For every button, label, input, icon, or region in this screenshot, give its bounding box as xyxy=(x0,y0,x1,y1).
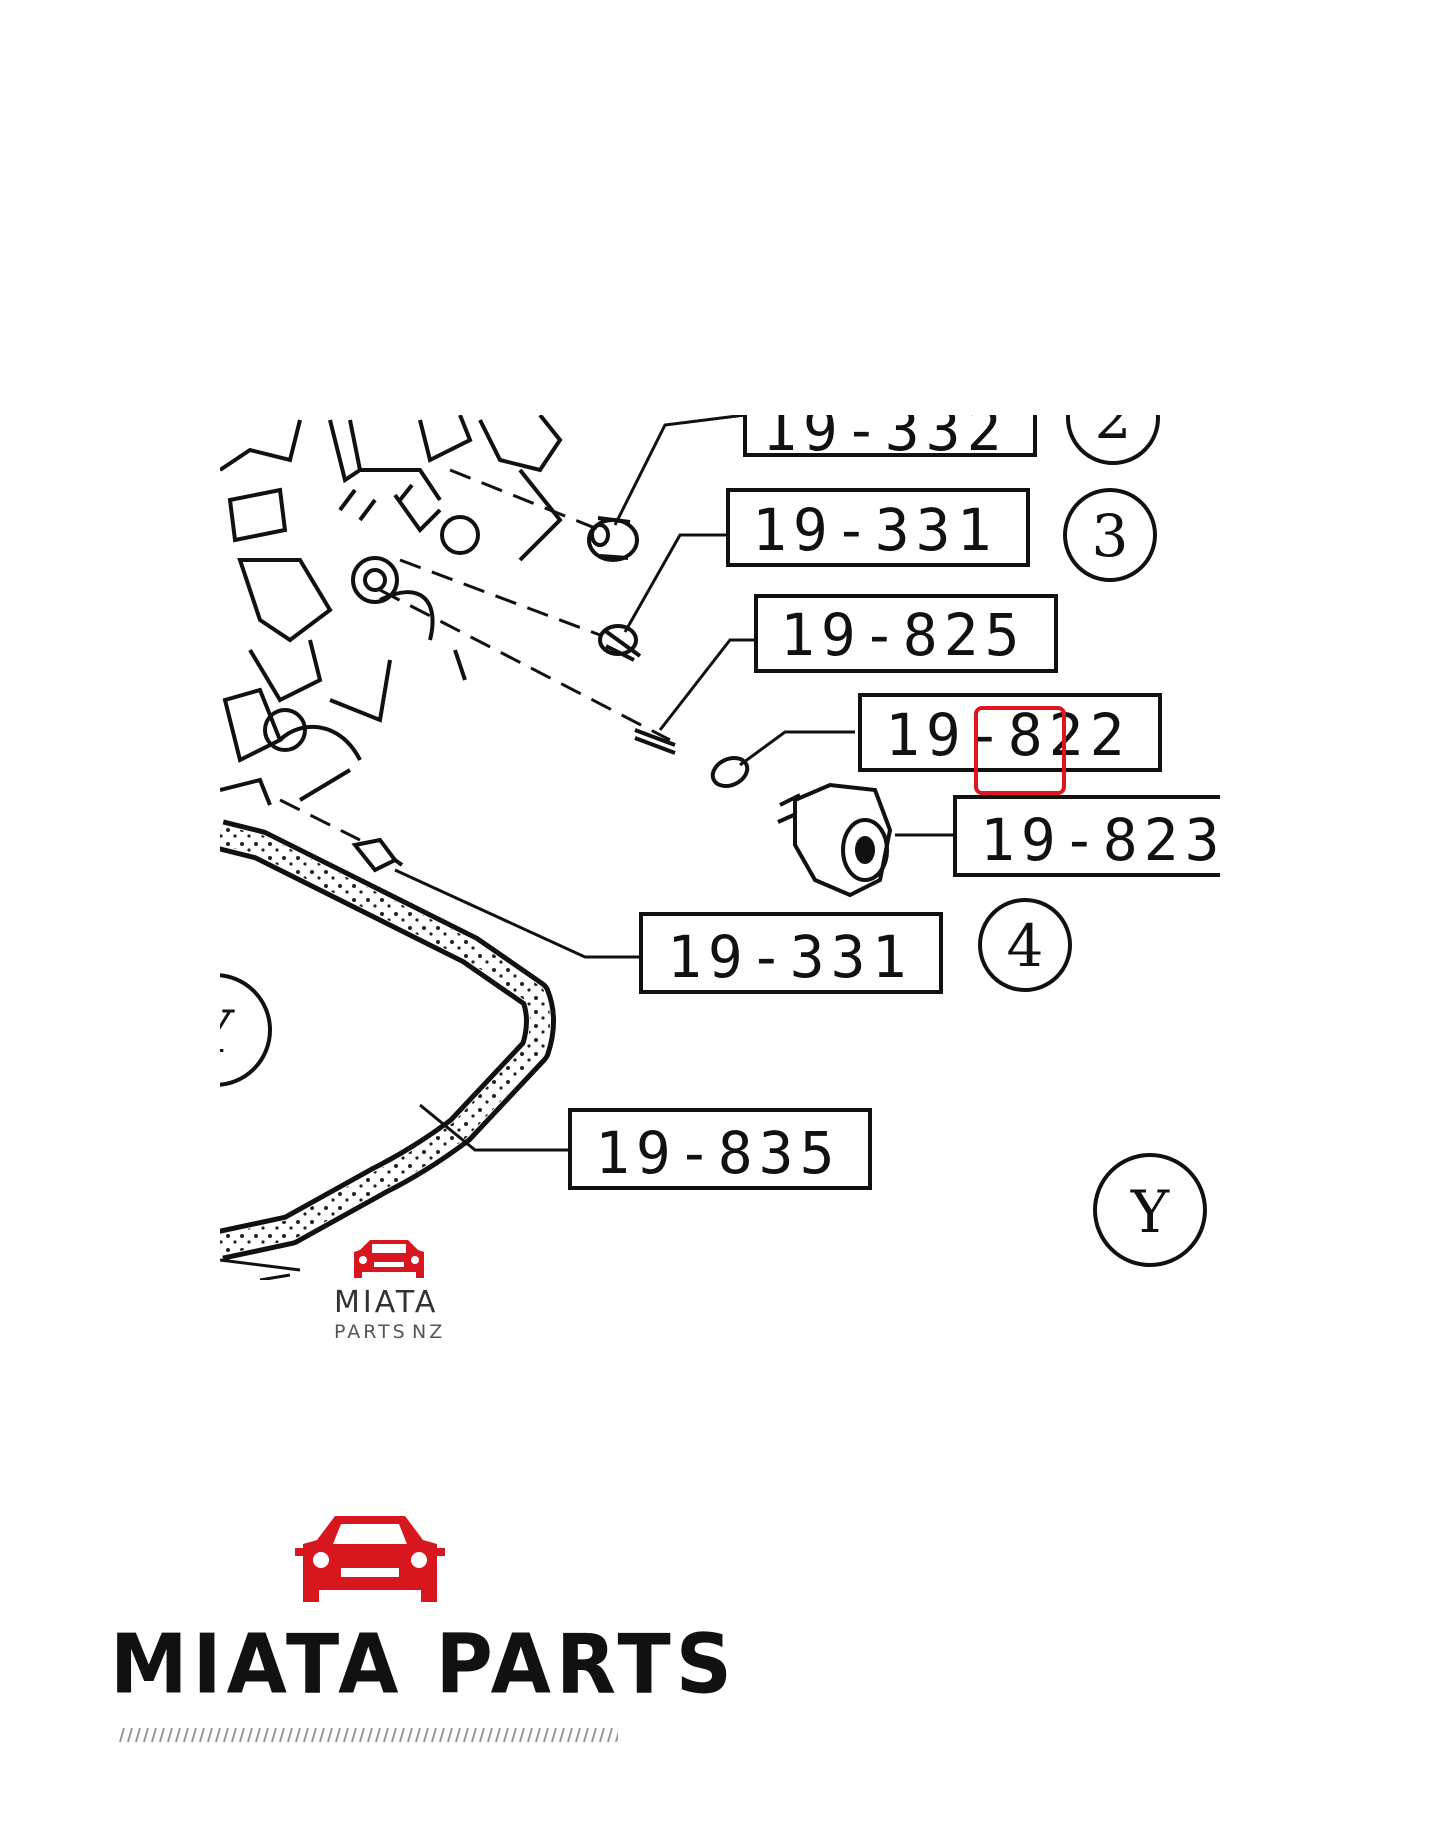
part-number-text: 19-331 xyxy=(667,923,913,991)
o-ring xyxy=(710,755,750,789)
brand-underline-stripes xyxy=(118,1728,618,1742)
part-number-text: 19-825 xyxy=(780,601,1026,669)
watermark-line1: MIATA xyxy=(334,1285,438,1320)
brand-name: MIATA PARTS xyxy=(110,1617,737,1713)
dashed-leader-lines xyxy=(279,468,671,842)
drain-plug xyxy=(351,837,404,873)
watermark-logo: MIATA PARTS NZ xyxy=(334,1240,445,1343)
fitting-bolt-mid xyxy=(598,624,642,662)
part-label-19-835 xyxy=(568,1108,872,1190)
part-label-19-822 xyxy=(858,693,1162,772)
callout-number: 4 xyxy=(1007,912,1044,980)
part-number-text: 19-822 xyxy=(885,701,1131,769)
car-front-icon xyxy=(354,1240,424,1278)
callout-circle-3 xyxy=(1063,488,1157,582)
callout-circle-2 xyxy=(1066,415,1160,465)
pin xyxy=(634,728,676,755)
part-number-text: 19-835 xyxy=(595,1119,841,1187)
part-label-19-331-lower xyxy=(639,912,943,994)
part-number-text: 19-331 xyxy=(752,496,998,564)
sender-fitting xyxy=(777,782,893,898)
watermark-suffix: NZ xyxy=(412,1321,445,1343)
callout-circle-y xyxy=(1093,1153,1207,1267)
fitting-bolt-top xyxy=(587,516,639,562)
callout-letter: Y xyxy=(195,998,235,1066)
watermark-line2: PARTS xyxy=(334,1321,408,1343)
callout-circle-y-left xyxy=(220,973,272,1087)
callout-circle-4 xyxy=(978,898,1072,992)
part-label-19-825 xyxy=(754,594,1058,673)
part-label-19-331-upper xyxy=(726,488,1030,567)
oil-pan-gasket xyxy=(220,819,556,1280)
part-label-19-823 xyxy=(953,795,1220,877)
part-number-text: 19-332 xyxy=(762,396,1008,464)
engine-block-sketch xyxy=(220,415,563,806)
callout-number: 3 xyxy=(1092,502,1129,570)
car-front-icon xyxy=(295,1516,445,1602)
callout-letter: Y xyxy=(1130,1178,1170,1246)
part-number-text: 19-823 xyxy=(980,806,1226,874)
leader-lines xyxy=(394,415,955,1152)
highlight-box xyxy=(974,706,1066,795)
part-label-19-332 xyxy=(743,415,1037,457)
callout-number: 2 xyxy=(1095,384,1132,452)
